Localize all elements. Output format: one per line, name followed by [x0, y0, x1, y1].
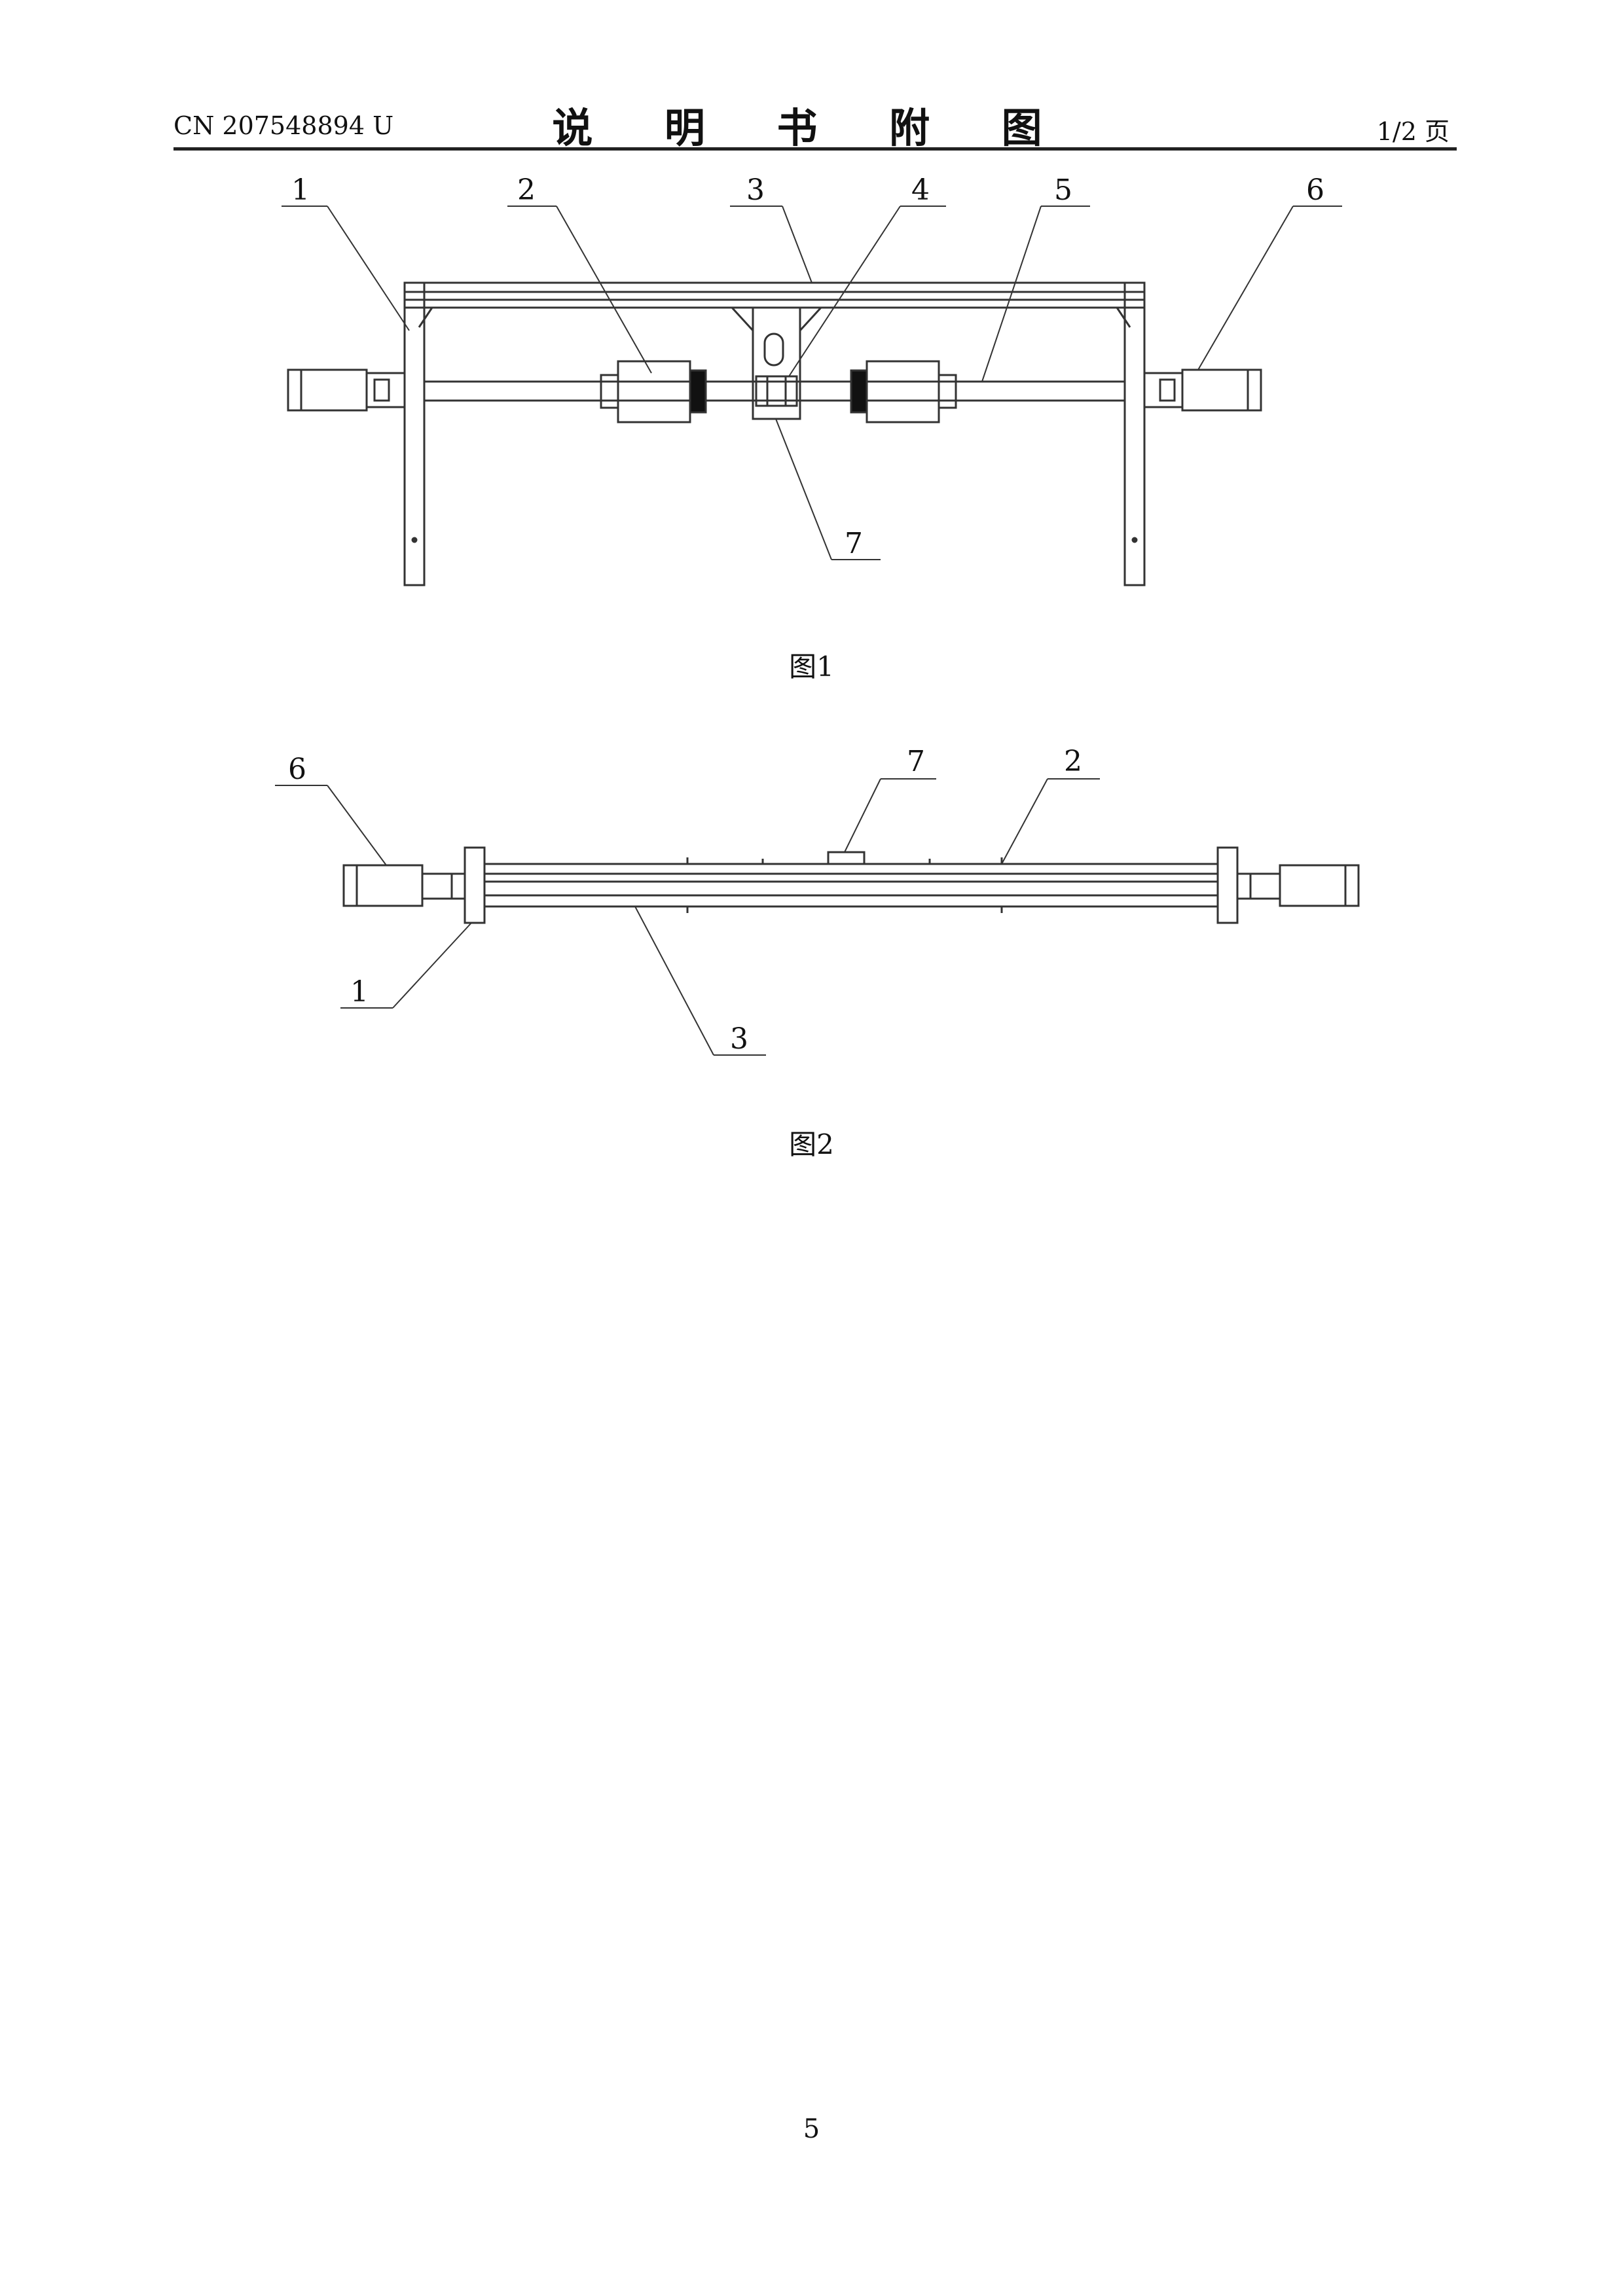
- page-of-pages: 1/2 页: [1376, 117, 1450, 146]
- callout-2: 2: [517, 173, 536, 207]
- right-roller-hub: [938, 374, 957, 409]
- fig2-callout-7: 7: [907, 745, 925, 778]
- fig2-callout-6: 6: [288, 753, 306, 786]
- fig2-callout-2: 2: [1064, 745, 1082, 778]
- fig2-callout-1: 1: [350, 975, 369, 1009]
- right-end-plate: [1216, 846, 1239, 924]
- left-motor: [287, 368, 368, 412]
- left-end-plate: [464, 846, 486, 924]
- left-roller: [617, 360, 691, 423]
- figure-1-caption: 图1: [789, 651, 834, 683]
- right-roller: [866, 360, 940, 423]
- fig2-callout-3: 3: [730, 1022, 748, 1056]
- figure-2-drawing: 6 7 2 1 3: [275, 745, 1360, 1056]
- right-leg: [1123, 281, 1146, 586]
- callout-4: 4: [911, 173, 930, 207]
- right-motor-top: [1279, 864, 1360, 907]
- left-roller-hub: [600, 374, 619, 409]
- figure-2-caption: 图2: [789, 1128, 834, 1160]
- top-beam: [403, 281, 1146, 309]
- header-rule: [173, 147, 1457, 151]
- callout-3: 3: [746, 173, 765, 207]
- callout-6: 6: [1306, 173, 1324, 207]
- rail: [483, 863, 1219, 908]
- right-brace: [1116, 307, 1131, 328]
- center-clamp: [755, 375, 798, 407]
- document-number: CN 207548894 U: [173, 111, 394, 140]
- left-leg: [403, 281, 426, 586]
- callout-5: 5: [1054, 173, 1072, 207]
- page-number: 5: [803, 2114, 820, 2144]
- center-bracket: [752, 306, 801, 420]
- callout-1: 1: [291, 173, 310, 207]
- callout-7: 7: [845, 527, 863, 560]
- center-block: [827, 851, 866, 865]
- left-brace: [418, 307, 433, 328]
- left-motor-top: [342, 864, 424, 907]
- right-motor: [1181, 368, 1262, 412]
- page-title: 说 明 书 附 图: [552, 104, 1071, 152]
- figure-1-drawing: 1 2 3 4 5 6 7: [282, 173, 1342, 586]
